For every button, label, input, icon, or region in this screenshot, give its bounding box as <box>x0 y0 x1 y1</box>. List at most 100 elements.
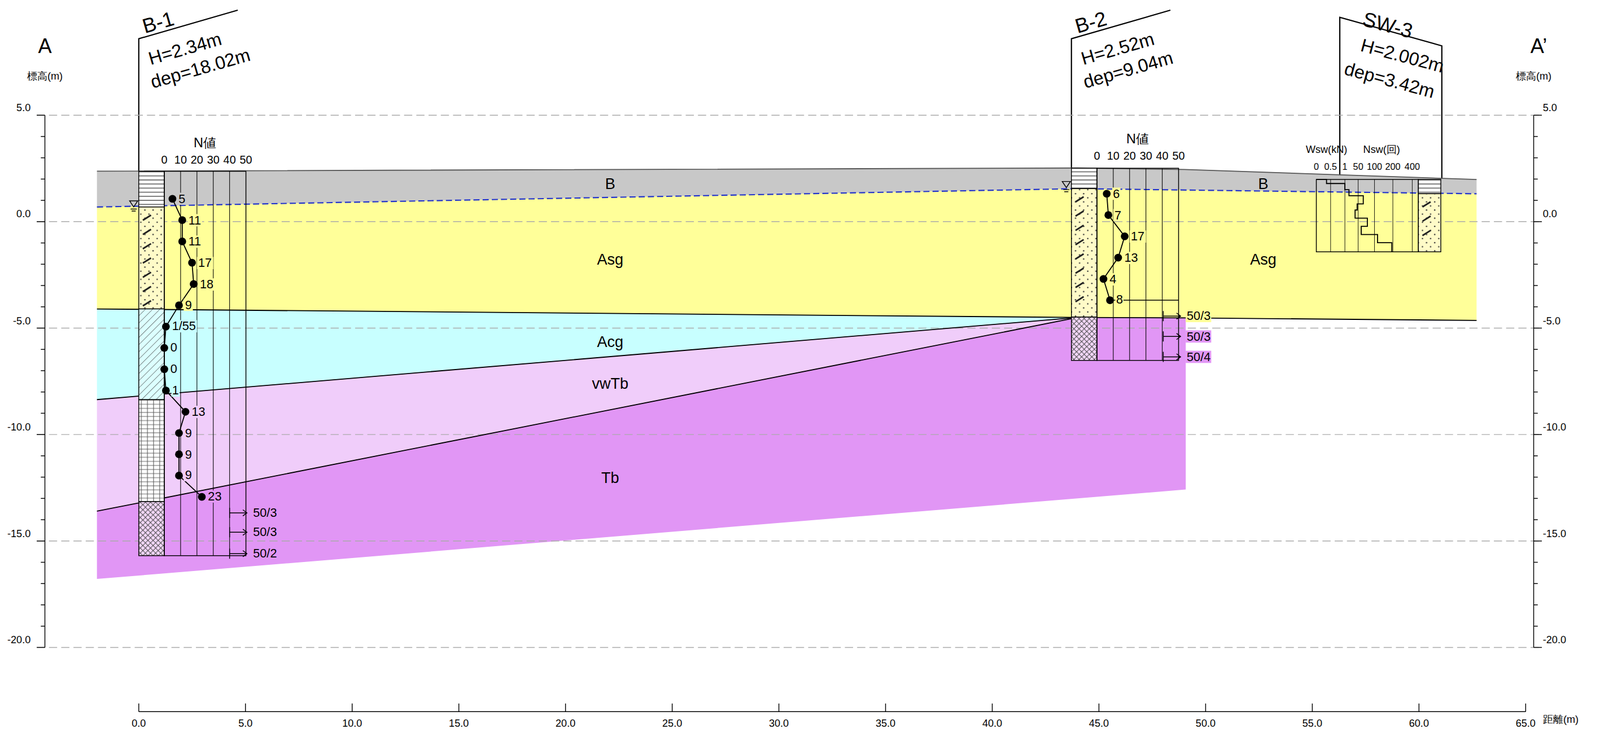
axis-tick <box>671 704 673 712</box>
axis-label: -5.0 <box>1542 316 1561 327</box>
gravel-mark <box>1075 254 1084 260</box>
n-value-point <box>1104 211 1113 220</box>
axis-tick <box>1533 455 1538 457</box>
axis-tick <box>1533 178 1538 180</box>
soil-layer: Acg <box>97 309 1078 401</box>
grid-line <box>36 434 1541 435</box>
axis-tick <box>778 704 780 712</box>
axis-tick <box>1525 704 1527 712</box>
axis-label: 15.0 <box>448 719 469 729</box>
borehole-name: SW-3 <box>1360 8 1415 42</box>
scale-label: 30 <box>1139 150 1153 163</box>
axis-tick <box>1533 221 1542 222</box>
scale-label: 30 <box>207 154 220 166</box>
n-value: 6 <box>1111 188 1121 201</box>
scale-label: 40 <box>1156 150 1169 163</box>
soil-column <box>138 207 165 310</box>
gravel-mark <box>1422 230 1431 236</box>
n-value: 9 <box>184 427 194 440</box>
n-value-point <box>1120 232 1129 241</box>
n-value: 7 <box>1113 208 1123 222</box>
axis-title: 距離(m) <box>1542 715 1579 726</box>
scale-label: 50 <box>239 154 253 166</box>
axis-tick <box>40 348 45 350</box>
n-value-point <box>162 386 170 395</box>
chart-gridline <box>1344 179 1346 252</box>
axis-tick <box>458 704 459 712</box>
axis-tick <box>40 413 45 414</box>
axis-tick <box>40 264 45 265</box>
gravel-mark <box>142 258 151 264</box>
axis-tick <box>40 604 45 606</box>
n-value: 23 <box>207 491 224 504</box>
n-value: 1/55 <box>171 320 198 334</box>
axis-tick <box>40 519 45 520</box>
scale-label: 0 <box>160 154 168 166</box>
section-end-label: A’ <box>1530 35 1547 56</box>
grid-lines <box>36 115 1542 712</box>
chart-gridline <box>1392 179 1394 252</box>
axis-label: 5.0 <box>238 719 253 729</box>
axis-tick <box>36 328 45 329</box>
axis-tick <box>40 178 45 180</box>
n-value: 50/4 <box>1185 351 1212 364</box>
n-value: 0 <box>169 363 179 376</box>
n-value: 50/3 <box>1185 330 1212 343</box>
axis-tick <box>36 647 45 649</box>
axis-tick <box>40 498 45 500</box>
axis-tick <box>1533 498 1538 500</box>
soil-column <box>1071 317 1097 361</box>
gravel-mark <box>1422 202 1431 208</box>
n-value: 5 <box>177 193 187 206</box>
n-value: 13 <box>190 405 207 419</box>
axis-tick <box>1312 704 1313 712</box>
layer-label: B <box>1257 176 1269 192</box>
scale-label: 100 <box>1366 162 1383 172</box>
axis-tick <box>40 626 45 627</box>
axis-label: 25.0 <box>662 719 683 729</box>
n-value: 9 <box>184 469 194 483</box>
n-value-point <box>178 216 187 225</box>
axis-tick <box>1418 704 1420 712</box>
layer-shape <box>97 317 1078 512</box>
scale-label: 1 <box>1342 162 1348 172</box>
gravel-mark <box>1075 296 1084 303</box>
axis-tick <box>565 704 566 712</box>
gravel-mark <box>1422 216 1431 222</box>
axis-tick <box>1205 704 1206 712</box>
axis-tick <box>1533 136 1538 137</box>
soil-column <box>138 399 165 502</box>
chart-gridline <box>1145 168 1147 361</box>
chart-gridline <box>1330 179 1331 252</box>
axis-tick <box>1533 114 1542 116</box>
axis-tick <box>36 434 45 435</box>
axis-tick <box>1533 477 1538 478</box>
grid-line <box>36 540 1541 542</box>
axis-tick <box>1533 434 1542 435</box>
chart-gridline <box>1129 168 1130 361</box>
gravel-mark <box>1075 211 1084 217</box>
scale-label: 400 <box>1404 162 1420 172</box>
axis-tick <box>40 199 45 201</box>
soil-column <box>138 501 165 557</box>
axis-tick <box>351 704 353 712</box>
n-value: 9 <box>184 448 194 461</box>
n-value-point <box>175 450 183 459</box>
axis-tick <box>40 583 45 585</box>
soil-column <box>138 171 165 208</box>
n-value: 11 <box>187 235 203 248</box>
grid-line <box>36 647 1541 649</box>
chart-gridline <box>1374 179 1375 252</box>
n-value-point <box>1114 254 1123 262</box>
axis-label: 55.0 <box>1302 719 1323 729</box>
axis-tick <box>36 221 45 222</box>
scale-label: 20 <box>190 154 204 166</box>
axis-label: -15.0 <box>7 529 31 540</box>
axis-label: 65.0 <box>1515 719 1536 729</box>
n-value: 50/3 <box>251 526 278 539</box>
axis-label: 60.0 <box>1409 719 1429 729</box>
n-value: 1 <box>171 384 181 397</box>
n-value-point <box>198 493 207 502</box>
axis-label: 20.0 <box>555 719 576 729</box>
